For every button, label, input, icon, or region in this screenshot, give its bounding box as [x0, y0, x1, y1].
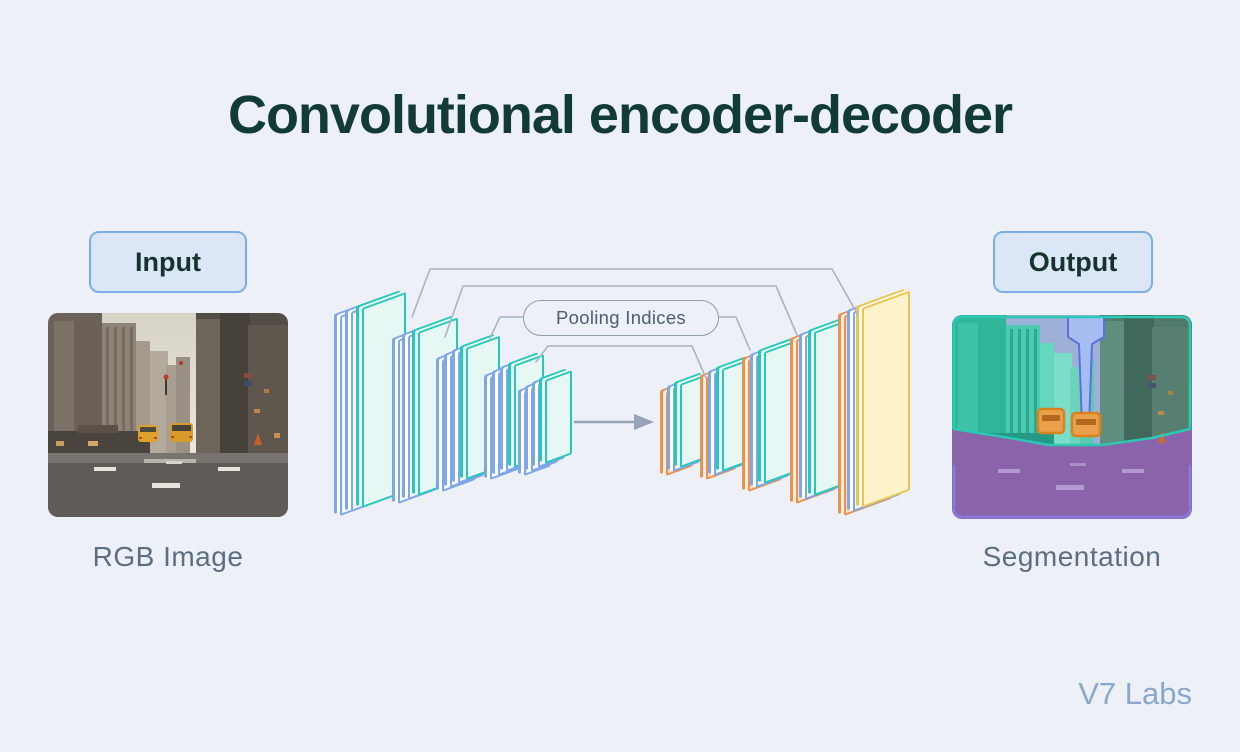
- flow-arrow: [574, 414, 654, 430]
- road-segment: [952, 429, 1192, 519]
- flag: [244, 373, 252, 378]
- vehicle-segment-right: [1070, 411, 1102, 438]
- center-buildings: [150, 351, 190, 463]
- input-badge: Input: [89, 231, 247, 293]
- taxi-right: [170, 423, 193, 442]
- segmentation-illustration: [952, 315, 1192, 519]
- traffic-cone: [254, 433, 262, 445]
- traffic-lights: [163, 361, 183, 395]
- layer-slab-pool: [545, 370, 572, 464]
- left-buildings: [48, 313, 150, 463]
- street-photo-illustration: [48, 313, 288, 517]
- input-caption: RGB Image: [92, 541, 244, 572]
- output-caption: Segmentation: [982, 541, 1162, 572]
- taxi-left: [138, 425, 158, 442]
- rgb-input-image: [48, 313, 288, 517]
- road-segment-outline: [952, 465, 1192, 519]
- vehicle-segment-left: [1036, 407, 1066, 435]
- right-buildings: [196, 313, 288, 463]
- page-title: Convolutional encoder-decoder: [227, 85, 1013, 145]
- traffic-cone: [1158, 431, 1166, 443]
- road: [48, 453, 288, 517]
- layer-slab-pool: [764, 339, 798, 484]
- building-segment-outline: [952, 315, 1192, 447]
- output-badge: Output: [993, 231, 1153, 293]
- pooling-indices-pill: Pooling Indices: [523, 300, 719, 336]
- flag: [244, 381, 252, 386]
- layer-slab-pool: [680, 374, 707, 468]
- brand-watermark: V7 Labs: [1078, 676, 1192, 711]
- layer-slab-softmax: [862, 290, 910, 508]
- segmentation-output-image: [952, 315, 1192, 519]
